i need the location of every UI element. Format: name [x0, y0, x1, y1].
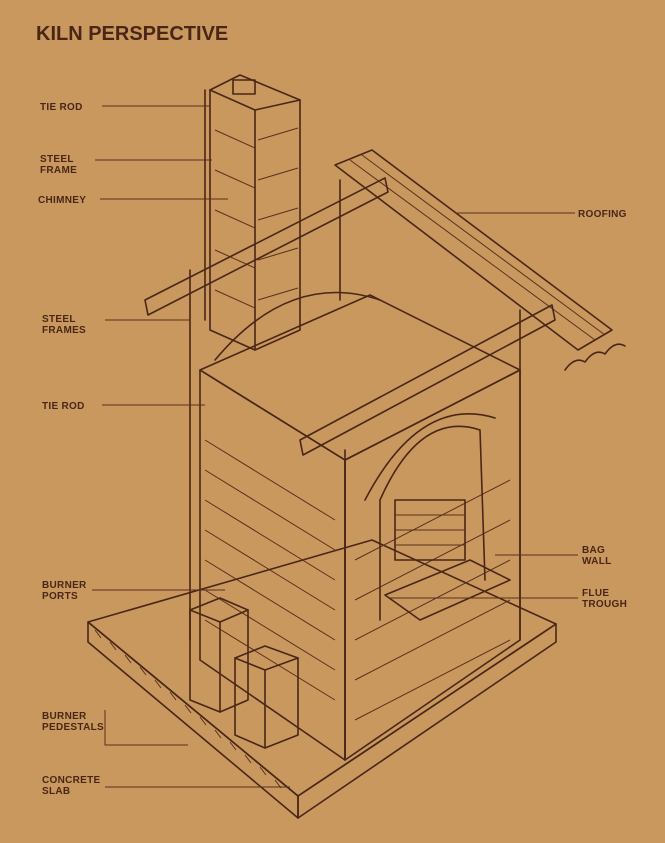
label-concrete-slab-2: SLAB — [42, 786, 70, 797]
label-roofing: ROOFING — [578, 209, 627, 220]
burner-pedestals — [189, 597, 299, 749]
steel-frames — [144, 89, 556, 761]
label-steel-frame-2: FRAME — [40, 165, 77, 176]
label-burner-ports-2: PORTS — [42, 591, 78, 602]
label-bag-wall-2: WALL — [582, 556, 612, 567]
label-concrete-slab: CONCRETE — [42, 775, 101, 786]
label-flue-trough: FLUE — [582, 588, 609, 599]
label-steel-frames: STEEL — [42, 314, 76, 325]
diagram-title: KILN PERSPECTIVE — [36, 23, 228, 45]
chimney — [209, 74, 301, 351]
roofing — [334, 149, 626, 371]
label-burner-pedestals-2: PEDESTALS — [42, 722, 104, 733]
flue-trough — [384, 559, 511, 621]
label-steel-frame: STEEL — [40, 154, 74, 165]
label-chimney: CHIMNEY — [38, 195, 86, 206]
arch-door — [379, 425, 486, 621]
label-bag-wall: BAG — [582, 545, 605, 556]
label-burner-ports: BURNER — [42, 580, 87, 591]
concrete-slab — [87, 539, 557, 819]
label-steel-frames-2: FRAMES — [42, 325, 86, 336]
label-tie-rod: TIE ROD — [40, 102, 83, 113]
label-tie-rod-mid: TIE ROD — [42, 401, 85, 412]
kiln-body — [199, 291, 521, 761]
label-burner-pedestals: BURNER — [42, 711, 87, 722]
label-flue-trough-2: TROUGH — [582, 599, 627, 610]
leader-lines — [92, 105, 578, 788]
